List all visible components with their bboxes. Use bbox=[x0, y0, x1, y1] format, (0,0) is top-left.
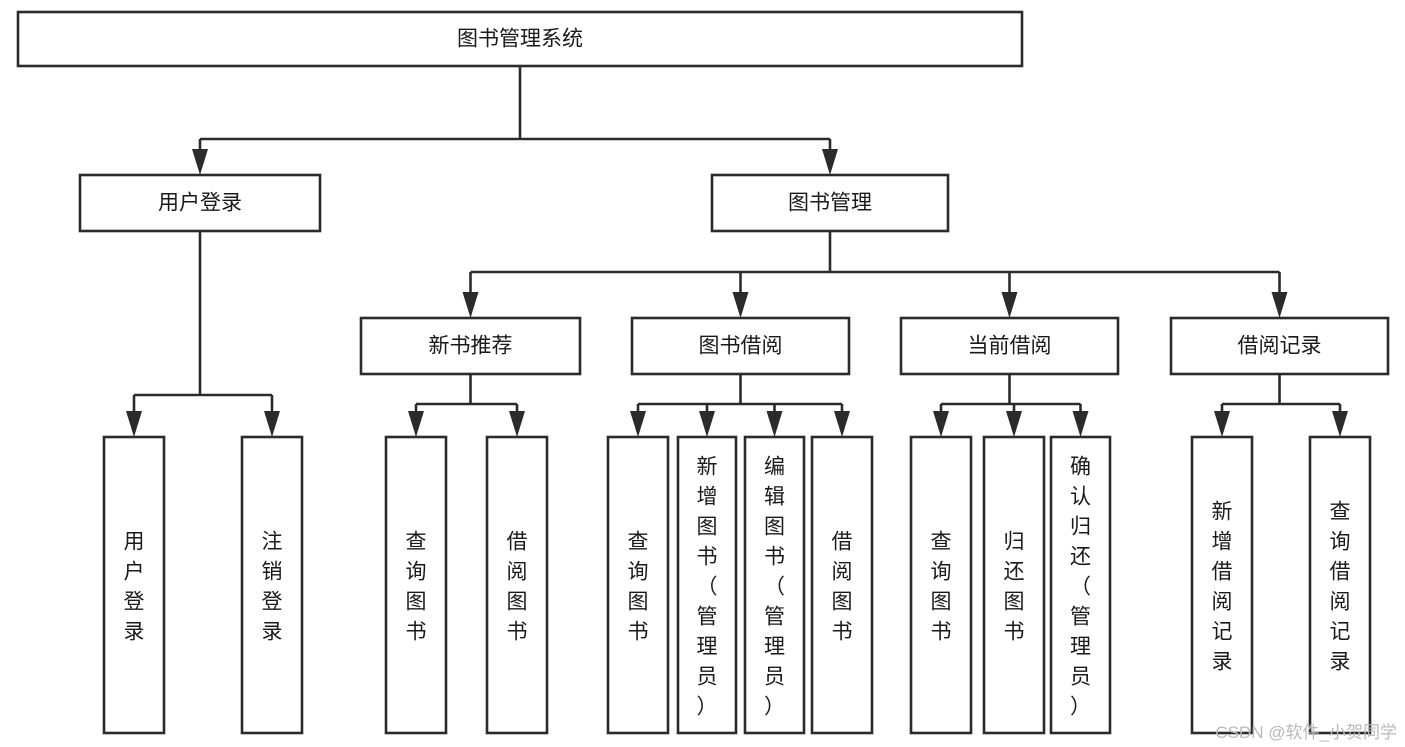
node-box[interactable] bbox=[102, 435, 166, 735]
node-box[interactable] bbox=[606, 435, 670, 735]
nodes-layer: 图书管理系统用户登录图书管理新书推荐图书借阅当前借阅借阅记录用户登录注销登录查询… bbox=[16, 10, 1390, 735]
node-box[interactable] bbox=[78, 173, 322, 233]
connector-edge-new-book-recommend-to-leaves bbox=[408, 374, 525, 437]
arrowhead-icon bbox=[1072, 411, 1089, 437]
node-label: 编辑图书（管理员） bbox=[764, 455, 785, 718]
arrowhead-icon bbox=[822, 149, 838, 175]
arrowhead-icon bbox=[933, 411, 949, 437]
node-label: 借阅图书 bbox=[832, 530, 853, 643]
node-box[interactable] bbox=[16, 10, 1024, 68]
node-borrow-records[interactable]: 借阅记录 bbox=[1169, 316, 1390, 376]
node-box[interactable] bbox=[359, 316, 582, 376]
node-book-borrow[interactable]: 图书借阅 bbox=[630, 316, 851, 376]
node-box[interactable] bbox=[909, 435, 973, 735]
arrowhead-icon bbox=[732, 292, 749, 318]
node-box[interactable] bbox=[899, 316, 1120, 376]
node-label: 用户登录 bbox=[158, 192, 242, 215]
node-leaf-query-book-borrow[interactable]: 查询图书 bbox=[606, 435, 670, 735]
node-box[interactable] bbox=[743, 435, 806, 735]
node-label: 新增图书（管理员） bbox=[697, 455, 718, 718]
arrowhead-icon bbox=[766, 411, 783, 437]
node-box[interactable] bbox=[630, 316, 851, 376]
arrowhead-icon bbox=[462, 292, 479, 318]
node-label: 图书借阅 bbox=[699, 335, 783, 358]
node-label: 查询图书 bbox=[931, 530, 952, 643]
connector-edge-book-borrow-to-leaves bbox=[630, 374, 850, 437]
node-label: 图书管理 bbox=[788, 192, 872, 215]
edges-layer bbox=[126, 66, 1348, 437]
node-leaf-edit-book-admin[interactable]: 编辑图书（管理员） bbox=[743, 435, 806, 735]
node-label: 借阅图书 bbox=[507, 530, 528, 643]
arrowhead-icon bbox=[408, 411, 424, 437]
node-label: 当前借阅 bbox=[968, 335, 1052, 358]
node-label: 归还图书 bbox=[1004, 530, 1025, 643]
node-box[interactable] bbox=[1308, 435, 1372, 735]
node-box[interactable] bbox=[810, 435, 874, 735]
node-leaf-add-borrow-record[interactable]: 新增借阅记录 bbox=[1190, 435, 1254, 735]
node-label: 图书管理系统 bbox=[457, 28, 583, 51]
node-leaf-query-book-recommend[interactable]: 查询图书 bbox=[384, 435, 448, 735]
node-leaf-logout-login[interactable]: 注销登录 bbox=[240, 435, 304, 735]
node-box[interactable] bbox=[710, 173, 950, 233]
node-label: 新增借阅记录 bbox=[1212, 500, 1233, 673]
node-leaf-return-book[interactable]: 归还图书 bbox=[982, 435, 1046, 735]
node-leaf-add-book-admin[interactable]: 新增图书（管理员） bbox=[676, 435, 738, 735]
arrowhead-icon bbox=[1006, 411, 1022, 437]
node-new-book-recommend[interactable]: 新书推荐 bbox=[359, 316, 582, 376]
node-leaf-user-login[interactable]: 用户登录 bbox=[102, 435, 166, 735]
node-leaf-confirm-return-admin[interactable]: 确认归还（管理员） bbox=[1049, 435, 1112, 735]
node-box[interactable] bbox=[1049, 435, 1112, 735]
node-box[interactable] bbox=[240, 435, 304, 735]
node-root[interactable]: 图书管理系统 bbox=[16, 10, 1024, 68]
arrowhead-icon bbox=[192, 149, 208, 175]
node-label: 查询图书 bbox=[628, 530, 649, 643]
arrowhead-icon bbox=[509, 411, 525, 437]
node-label: 查询图书 bbox=[406, 530, 427, 643]
node-box[interactable] bbox=[1190, 435, 1254, 735]
arrowhead-icon bbox=[834, 411, 850, 437]
connector-edge-borrow-records-to-leaves bbox=[1214, 374, 1348, 437]
connector-edge-book-management-to-level3 bbox=[462, 231, 1288, 318]
node-user-login[interactable]: 用户登录 bbox=[78, 173, 322, 233]
arrowhead-icon bbox=[1214, 411, 1230, 437]
arrowhead-icon bbox=[264, 411, 280, 437]
node-leaf-borrow-book-recommend[interactable]: 借阅图书 bbox=[485, 435, 549, 735]
node-leaf-borrow-book[interactable]: 借阅图书 bbox=[810, 435, 874, 735]
connector-edge-user-login-to-leaves bbox=[126, 231, 280, 437]
node-box[interactable] bbox=[485, 435, 549, 735]
csdn-watermark: CSDN @软件_小贺同学 bbox=[1215, 723, 1397, 742]
node-current-borrow[interactable]: 当前借阅 bbox=[899, 316, 1120, 376]
arrowhead-icon bbox=[1001, 292, 1018, 318]
node-book-management[interactable]: 图书管理 bbox=[710, 173, 950, 233]
connector-edge-root-to-level2 bbox=[192, 66, 838, 175]
node-label: 查询借阅记录 bbox=[1330, 500, 1351, 673]
node-label: 用户登录 bbox=[124, 530, 145, 643]
node-label: 确认归还（管理员） bbox=[1070, 455, 1091, 718]
node-label: 新书推荐 bbox=[429, 335, 513, 358]
node-label: 借阅记录 bbox=[1238, 335, 1322, 358]
node-box[interactable] bbox=[676, 435, 738, 735]
connector-edge-current-borrow-to-leaves bbox=[933, 374, 1089, 437]
node-box[interactable] bbox=[384, 435, 448, 735]
arrowhead-icon bbox=[1271, 292, 1288, 318]
node-label: 注销登录 bbox=[262, 530, 283, 643]
arrowhead-icon bbox=[126, 411, 142, 437]
node-box[interactable] bbox=[982, 435, 1046, 735]
arrowhead-icon bbox=[1332, 411, 1348, 437]
node-box[interactable] bbox=[1169, 316, 1390, 376]
arrowhead-icon bbox=[699, 411, 715, 437]
node-leaf-query-borrow-record[interactable]: 查询借阅记录 bbox=[1308, 435, 1372, 735]
node-leaf-query-book-current[interactable]: 查询图书 bbox=[909, 435, 973, 735]
arrowhead-icon bbox=[630, 411, 646, 437]
